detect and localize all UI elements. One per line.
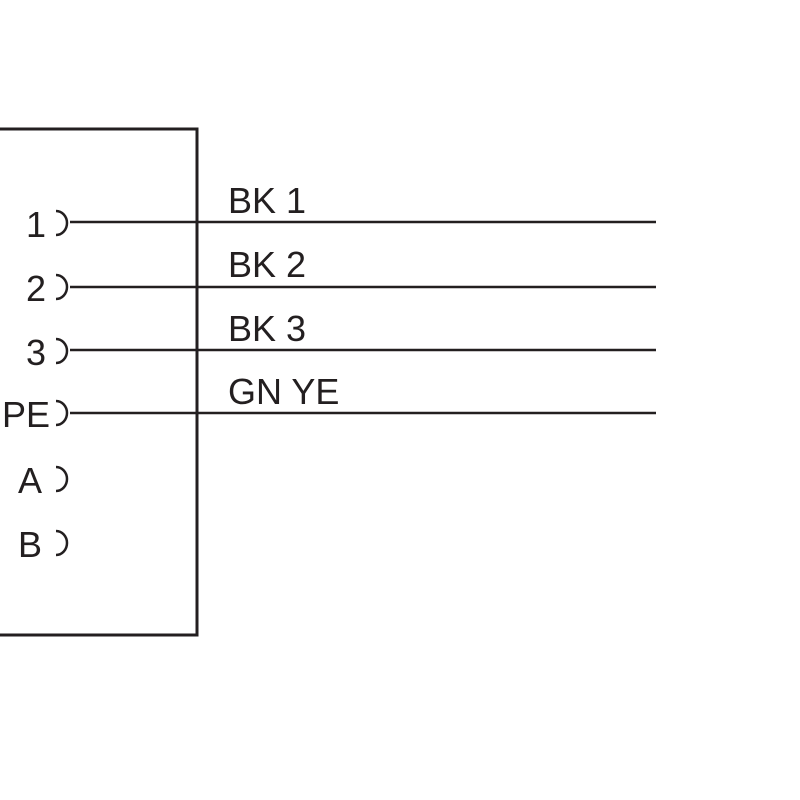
socket-contact-icon: [55, 529, 69, 557]
pin-3: 3 BK 3: [26, 308, 656, 373]
socket-contact-icon: [55, 273, 69, 301]
pin-1: 1 BK 1: [26, 180, 656, 245]
pin-label: PE: [2, 394, 50, 435]
pin-label: A: [18, 460, 42, 501]
socket-contact-icon: [55, 399, 69, 427]
wire-label: BK 3: [228, 308, 306, 349]
pin-label: 1: [26, 204, 46, 245]
pin-label: 2: [26, 268, 46, 309]
socket-contact-icon: [55, 209, 69, 237]
wire-label: BK 1: [228, 180, 306, 221]
pin-pe: PE GN YE: [2, 371, 656, 435]
wire-label: BK 2: [228, 244, 306, 285]
wire-label: GN YE: [228, 371, 339, 412]
socket-contact-icon: [55, 337, 69, 365]
socket-contact-icon: [55, 465, 69, 493]
pin-a: A: [18, 460, 69, 501]
pin-2: 2 BK 2: [26, 244, 656, 309]
pin-label: 3: [26, 332, 46, 373]
pin-label: B: [18, 524, 42, 565]
connector-housing: [0, 127, 199, 637]
pin-b: B: [18, 524, 69, 565]
